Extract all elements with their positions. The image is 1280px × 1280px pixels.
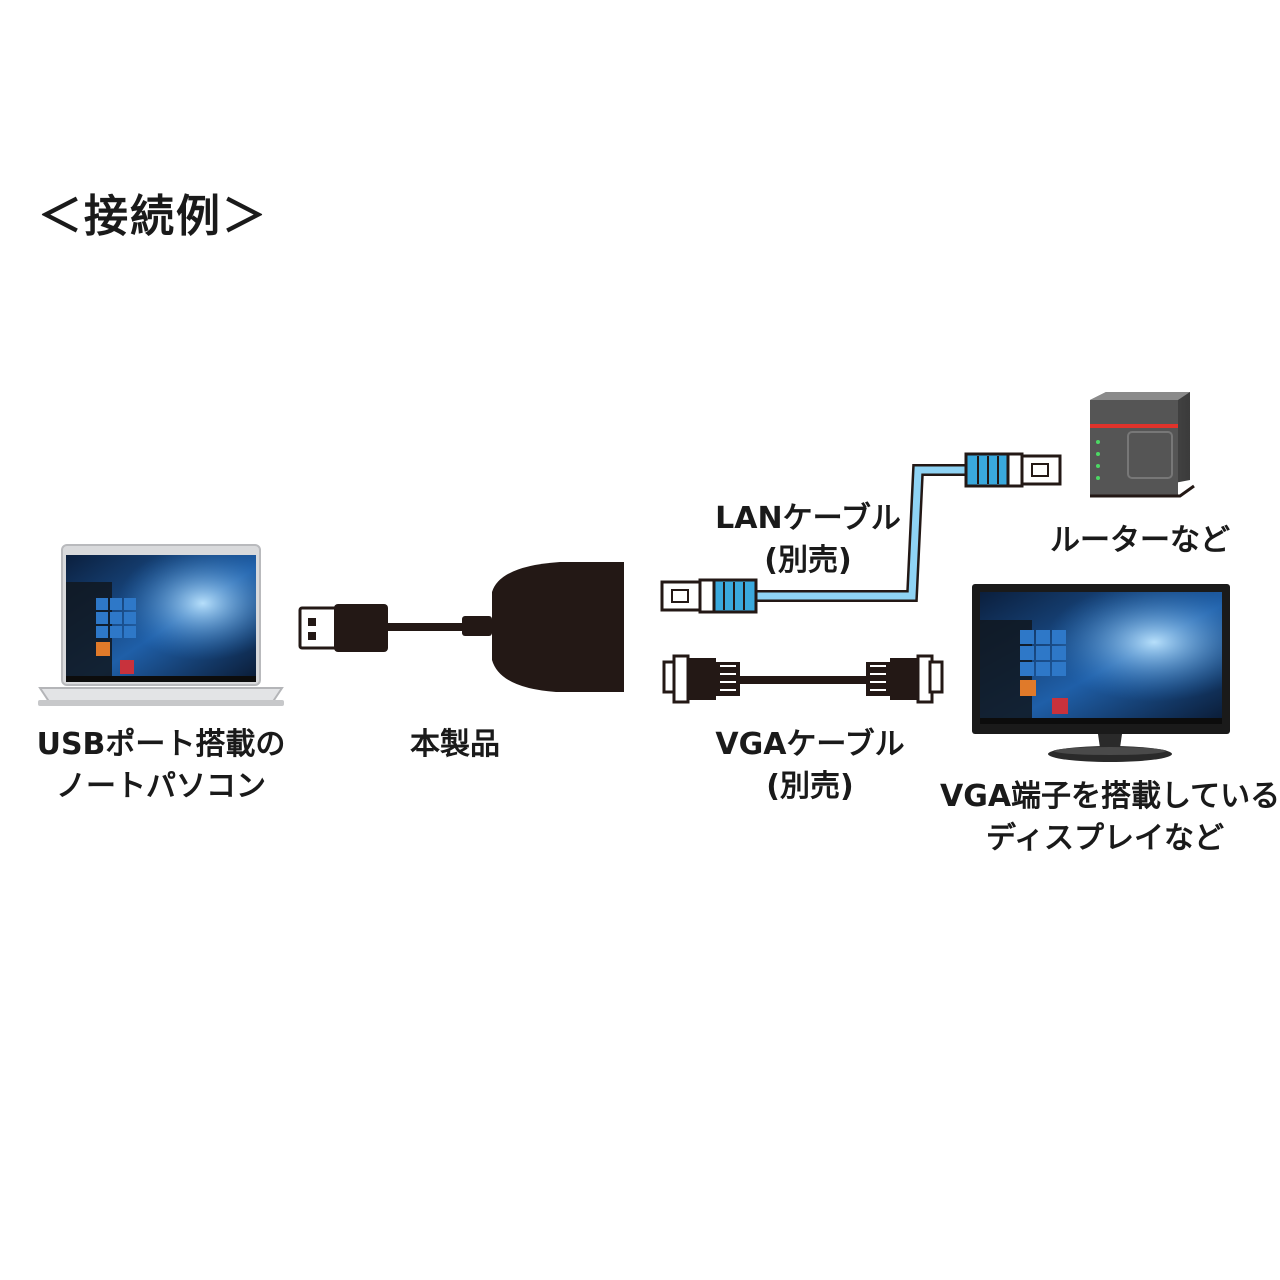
usb-adapter xyxy=(492,562,624,692)
vga-cable xyxy=(662,654,944,704)
laptop-label-line1: USBポート搭載の xyxy=(36,727,286,762)
vga-cable-label: VGAケーブル (別売) xyxy=(712,724,908,808)
lan-cable-label: LANケーブル (別売) xyxy=(712,498,904,582)
page-title: ＜接続例＞ xyxy=(38,191,268,242)
laptop-label-line2: ノートパソコン xyxy=(56,769,266,804)
lan-cable xyxy=(660,452,1062,614)
lan-cable-label-line1: LANケーブル xyxy=(715,501,901,536)
display-label-line2: ディスプレイなど xyxy=(986,821,1224,856)
laptop xyxy=(38,544,284,706)
product-label-text: 本製品 xyxy=(410,727,500,762)
vga-cable-label-line1: VGAケーブル xyxy=(715,727,905,762)
monitor xyxy=(972,584,1230,762)
router-label: ルーターなど xyxy=(1040,520,1240,562)
display-label: VGA端子を搭載している ディスプレイなど xyxy=(940,776,1280,860)
lan-cable-label-line2: (別売) xyxy=(764,543,852,578)
product-label: 本製品 xyxy=(380,724,530,766)
router xyxy=(1090,392,1195,498)
usb-plug xyxy=(298,604,492,652)
laptop-label: USBポート搭載の ノートパソコン xyxy=(30,724,292,808)
router-label-text: ルーターなど xyxy=(1050,523,1230,558)
display-label-line1: VGA端子を搭載している xyxy=(940,779,1280,814)
vga-cable-label-line2: (別売) xyxy=(766,769,854,804)
